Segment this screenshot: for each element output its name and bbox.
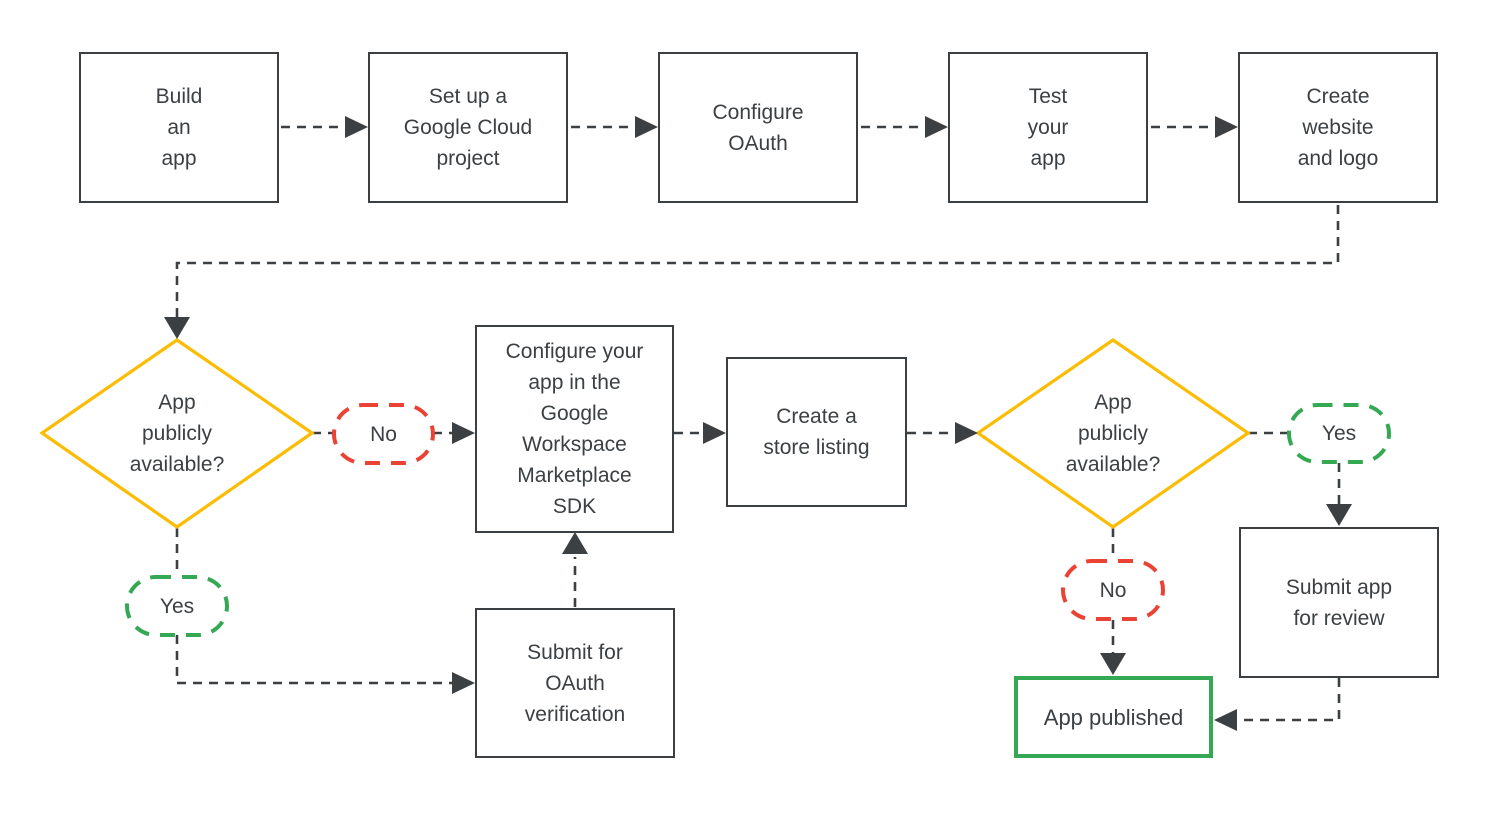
yes1-stadium [125, 575, 229, 637]
step-create-website-and-logo: Create website and logo [1238, 52, 1438, 203]
arrowhead-to-oauth-verification [452, 672, 475, 694]
step-build-an-app: Build an app [79, 52, 279, 203]
step-create-store-listing: Create a store listing [726, 357, 907, 507]
terminal-app-published: App published [1014, 676, 1213, 758]
step-submit-oauth-verification: Submit for OAuth verification [475, 608, 675, 758]
no2-label: No [1099, 578, 1127, 602]
arrowhead-to-website [1215, 116, 1238, 138]
step-configure-marketplace-sdk: Configure your app in the Google Workspa… [475, 325, 674, 533]
yes2-label: Yes [1321, 421, 1357, 445]
arrowhead-oauth-verification-to-sdk [562, 532, 588, 554]
decision2-diamond [975, 338, 1251, 529]
step-setup-google-cloud-project: Set up a Google Cloud project [368, 52, 568, 203]
arrowhead-review-to-published [1214, 709, 1237, 731]
no1-stadium [332, 403, 435, 465]
connector-yes-to-oauth-verification [175, 635, 452, 685]
arrowhead-to-decision1 [164, 317, 190, 339]
arrowhead-no-to-published [1100, 653, 1126, 675]
arrowhead-to-decision2 [955, 422, 978, 444]
connector-website-to-decision1 [175, 205, 1340, 317]
step-submit-app-for-review: Submit app for review [1239, 527, 1439, 678]
no2-stadium [1061, 559, 1165, 621]
yes2-stadium [1287, 403, 1391, 464]
decision1-label: App publicly available? [129, 390, 225, 476]
decision1-diamond [39, 338, 315, 529]
yes1-label: Yes [159, 594, 195, 618]
step-test-your-app: Test your app [948, 52, 1148, 203]
arrowhead-to-review [1326, 504, 1352, 526]
no1-label: No [370, 422, 397, 446]
arrowhead-to-oauth [635, 116, 658, 138]
step-configure-oauth: Configure OAuth [658, 52, 858, 203]
decision2-label: App publicly available? [1065, 390, 1161, 476]
arrowhead-to-test [925, 116, 948, 138]
arrowhead-to-setup [345, 116, 368, 138]
connector-review-to-published [1240, 678, 1341, 722]
arrowhead-to-store [703, 422, 726, 444]
arrowhead-to-sdk [452, 422, 475, 444]
